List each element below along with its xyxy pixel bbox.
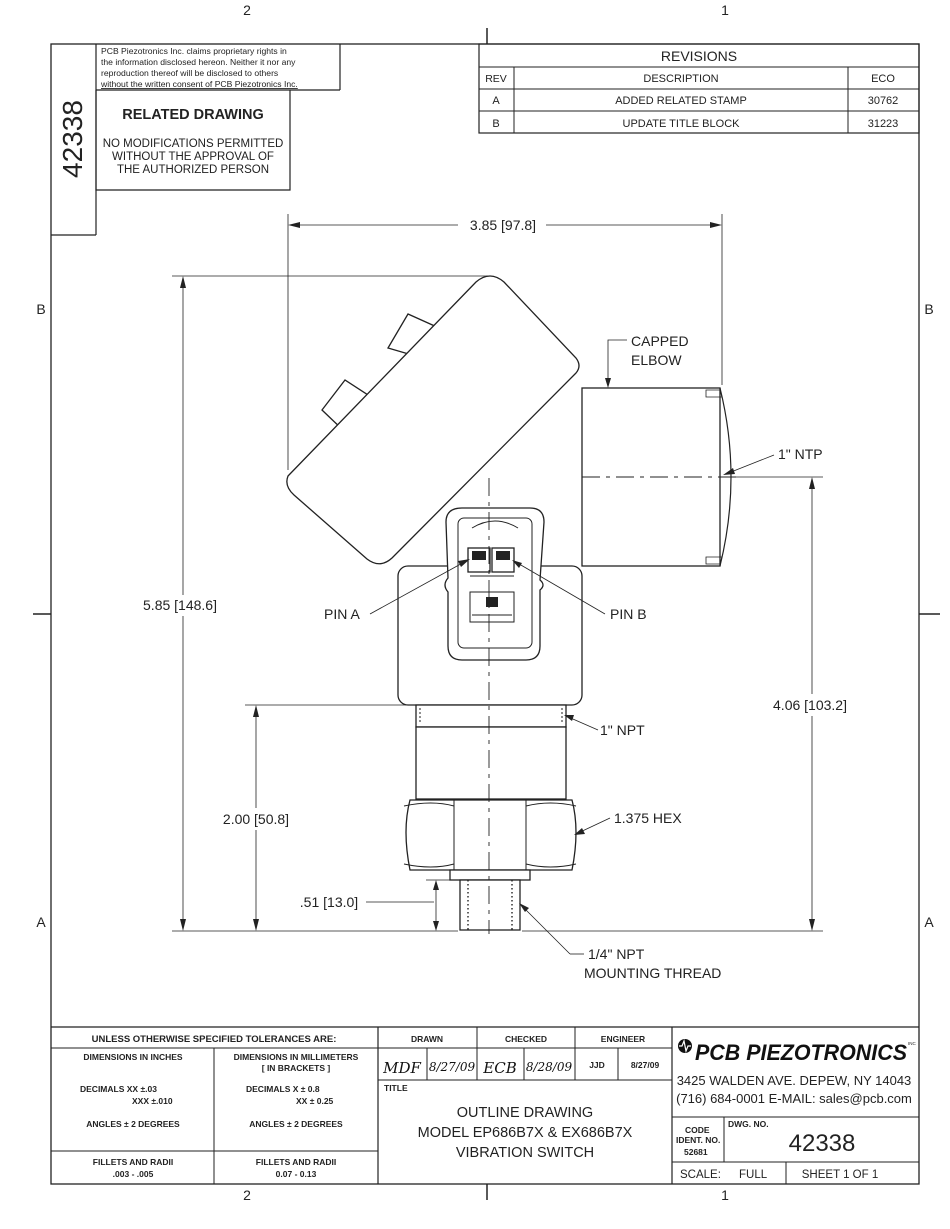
dimension-lines (172, 214, 823, 955)
engineer-label: ENGINEER (601, 1034, 645, 1044)
rev-b-description: UPDATE TITLE BLOCK (623, 118, 741, 130)
inch-fillets-2: .003 - .005 (113, 1169, 154, 1179)
side-dwg-tab: 42338 (51, 44, 97, 236)
zone-label-top-1: 1 (721, 2, 729, 18)
title-line-3: VIBRATION SWITCH (456, 1145, 594, 1161)
zone-label-bottom-2: 2 (243, 1187, 251, 1203)
pin-b-label: PIN B (610, 606, 647, 622)
scale-label: SCALE: (680, 1169, 721, 1181)
related-drawing-stamp: RELATED DRAWING NO MODIFICATIONS PERMITT… (95, 90, 291, 191)
table-row: B UPDATE TITLE BLOCK 31223 (492, 118, 898, 130)
capped-elbow-label-1: CAPPED (631, 333, 689, 349)
hex-label: 1.375 HEX (614, 810, 682, 826)
address-line-2: (716) 684-0001 E-MAIL: sales@pcb.com (676, 1091, 912, 1106)
notice-line-1: PCB Piezotronics Inc. claims proprietary… (101, 46, 287, 56)
rev-a-description: ADDED RELATED STAMP (615, 95, 747, 107)
terminal-window (444, 507, 545, 661)
inch-decimals-2: XXX ±.010 (132, 1096, 173, 1106)
rev-b-eco: 31223 (868, 118, 899, 130)
engineer-by: JJD (589, 1060, 605, 1070)
title-block (51, 1026, 919, 1184)
angled-housing (286, 275, 580, 565)
ntp-label: 1" NTP (778, 446, 823, 462)
inch-angles: ANGLES ± 2 DEGREES (86, 1119, 180, 1129)
checked-label: CHECKED (505, 1034, 547, 1044)
checked-by: ECB (482, 1059, 516, 1077)
inch-decimals-1: DECIMALS XX ±.03 (80, 1084, 157, 1094)
side-dwg-number: 42338 (57, 100, 88, 178)
zone-label-top-2: 2 (243, 2, 251, 18)
address-line-1: 3425 WALDEN AVE. DEPEW, NY 14043 (677, 1073, 912, 1088)
revisions-table: REVISIONS REV DESCRIPTION ECO A ADDED RE… (478, 43, 920, 134)
proprietary-notice: PCB Piezotronics Inc. claims proprietary… (96, 44, 341, 91)
drawn-by: MDF (382, 1059, 421, 1077)
inch-header: DIMENSIONS IN INCHES (83, 1052, 183, 1062)
mm-angles: ANGLES ± 2 DEGREES (249, 1119, 343, 1129)
mounting-thread (459, 879, 521, 931)
mm-fillets-2: 0.07 - 0.13 (276, 1169, 317, 1179)
stamp-title: RELATED DRAWING (122, 107, 264, 123)
mm-header-1: DIMENSIONS IN MILLIMETERS (234, 1052, 359, 1062)
mm-fillets-1: FILLETS AND RADII (256, 1157, 336, 1167)
notice-line-3: reproduction thereof will be disclosed t… (101, 68, 278, 78)
checked-date: 8/28/09 (526, 1060, 573, 1074)
mm-header-2: [ IN BRACKETS ] (262, 1063, 331, 1073)
mm-decimals-1: DECIMALS X ± 0.8 (246, 1084, 320, 1094)
rev-a-eco: 30762 (868, 95, 899, 107)
stamp-line-3: THE AUTHORIZED PERSON (117, 164, 269, 176)
title-line-2: MODEL EP686B7X & EX686B7X (418, 1125, 633, 1141)
thread-height-label: .51 [13.0] (300, 894, 358, 910)
scale-value: FULL (739, 1169, 768, 1181)
lower-height-label: 2.00 [50.8] (223, 811, 289, 827)
pin-a-label: PIN A (324, 606, 360, 622)
table-row: A ADDED RELATED STAMP 30762 (492, 95, 898, 107)
description-header: DESCRIPTION (643, 73, 718, 85)
code-ident-value: 52681 (684, 1147, 708, 1157)
overall-width-label: 3.85 [97.8] (470, 217, 536, 233)
company-name: PCB PIEZOTRONICS (695, 1040, 907, 1065)
upper-fitting (415, 704, 567, 800)
zone-label-bottom-1: 1 (721, 1187, 729, 1203)
zone-label-right-a: A (924, 914, 934, 930)
mounting-thread-label-1: 1/4" NPT (588, 946, 645, 962)
rev-header: REV (485, 73, 507, 85)
dwg-no-value: 42338 (789, 1130, 856, 1157)
code-ident-label-1: CODE (685, 1125, 710, 1135)
zone-label-left-b: B (36, 301, 45, 317)
drawn-label: DRAWN (411, 1034, 443, 1044)
eco-header: ECO (871, 73, 895, 85)
stamp-line-1: NO MODIFICATIONS PERMITTED (103, 138, 284, 150)
npt-label: 1" NPT (600, 722, 645, 738)
notice-line-4: without the written consent of PCB Piezo… (100, 79, 298, 89)
mounting-thread-label-2: MOUNTING THREAD (584, 965, 721, 981)
capped-elbow-label-2: ELBOW (631, 352, 682, 368)
inch-fillets-1: FILLETS AND RADII (93, 1157, 173, 1167)
company-tm: INC (908, 1041, 917, 1046)
pcb-logo: PCB PIEZOTRONICS INC (678, 1038, 917, 1065)
rev-b: B (492, 118, 499, 130)
overall-height-label: 5.85 [148.6] (143, 597, 217, 613)
engineer-date: 8/27/09 (631, 1060, 660, 1070)
drawn-date: 8/27/09 (429, 1060, 476, 1074)
stamp-line-2: WITHOUT THE APPROVAL OF (112, 151, 274, 163)
title-label: TITLE (384, 1083, 408, 1093)
hex-nut (403, 799, 577, 871)
tolerances-header: UNLESS OTHERWISE SPECIFIED TOLERANCES AR… (92, 1034, 337, 1045)
sheet-info: SHEET 1 OF 1 (802, 1169, 878, 1181)
zone-label-right-b: B (924, 301, 933, 317)
mm-decimals-2: XX ± 0.25 (296, 1096, 334, 1106)
notice-line-2: the information disclosed hereon. Neithe… (101, 57, 296, 67)
zone-label-left-a: A (36, 914, 46, 930)
dwg-no-label: DWG. NO. (728, 1119, 769, 1129)
side-height-label: 4.06 [103.2] (773, 697, 847, 713)
rev-a: A (492, 95, 500, 107)
revisions-title: REVISIONS (661, 48, 737, 64)
code-ident-label-2: IDENT. NO. (676, 1135, 720, 1145)
vibration-switch-outline (286, 275, 740, 934)
title-line-1: OUTLINE DRAWING (457, 1105, 593, 1121)
pin-b-terminal (491, 547, 515, 573)
